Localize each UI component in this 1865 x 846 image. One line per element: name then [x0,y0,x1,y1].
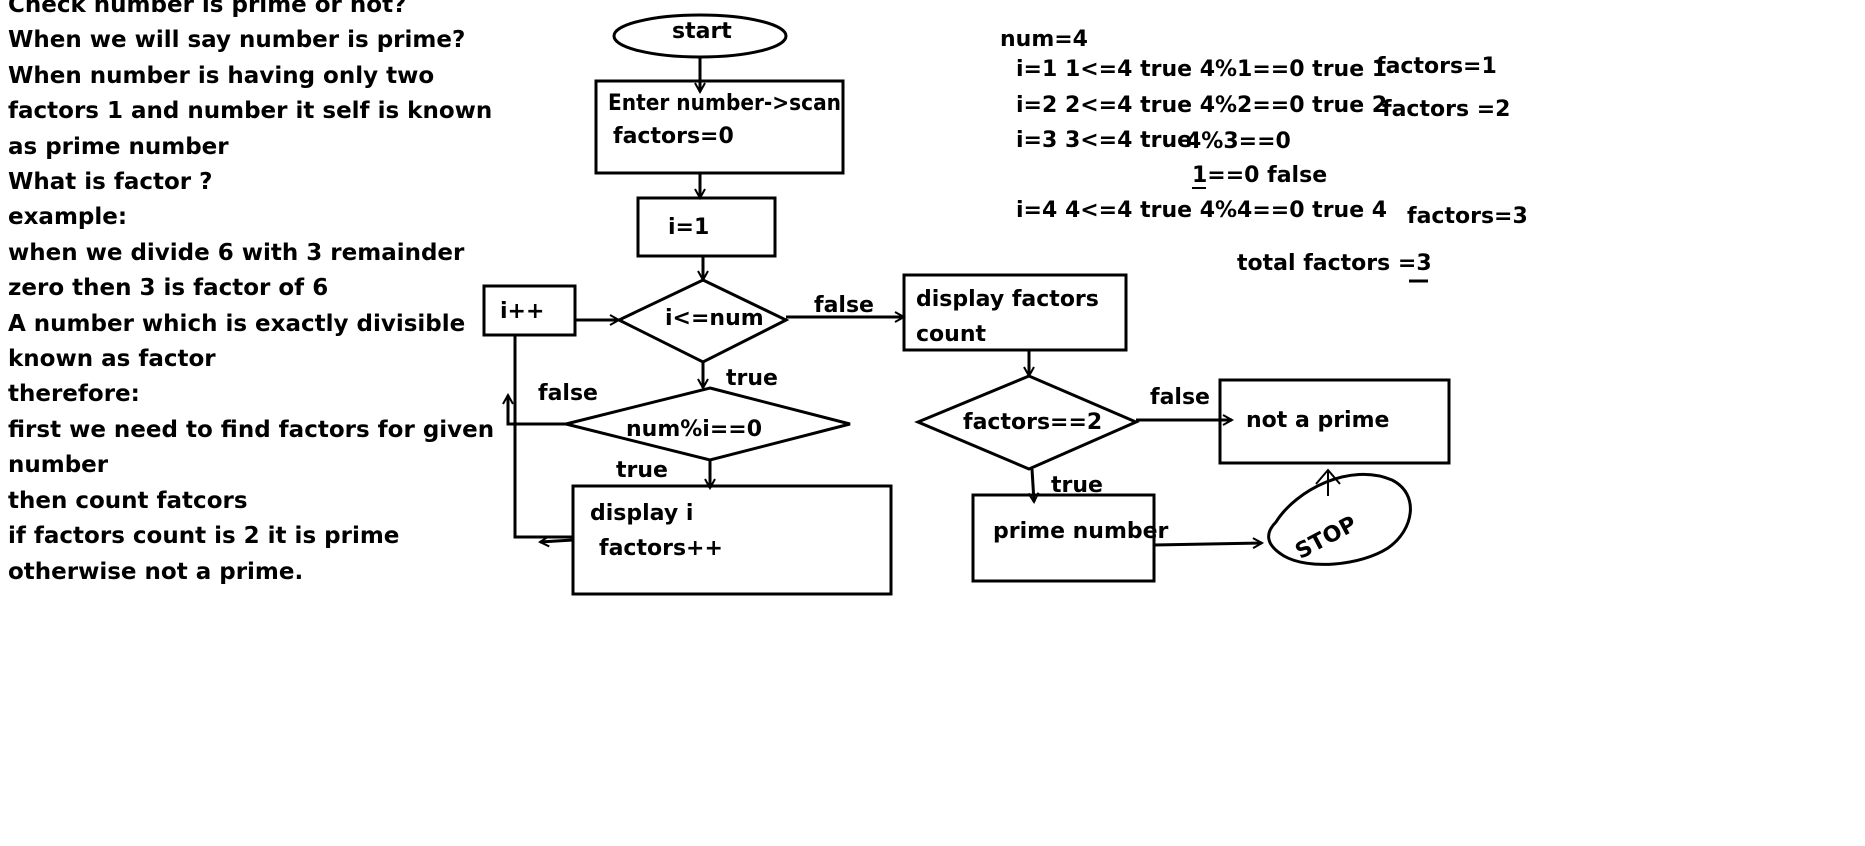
trace-row-3b: 4%3==0 [1186,129,1291,154]
trace-row-1: i=1 1<=4 true 4%1==0 true 1 [1016,57,1387,82]
note-line: example: [8,204,128,231]
check-false-label: false [538,381,598,406]
arrow-check-false-loop [508,395,566,426]
not-prime-label: not a prime [1246,408,1389,433]
trace-total: total factors =3 [1237,251,1432,276]
cond-false-label: false [814,293,874,318]
prime-label: prime number [993,519,1169,544]
note-line: A number which is exactly divisible [8,310,466,337]
init-box [636,196,777,258]
note-line: otherwise not a prime. [8,558,304,585]
stop-scribble [1267,472,1412,566]
trace-row-1-factors: factors=1 [1376,54,1497,79]
input-label-2: factors=0 [613,124,734,149]
decide-false-label: false [1150,385,1210,410]
cond-true-label: true [726,366,778,391]
note-line: Check number is prime or not? [8,0,407,18]
check-label: num%i==0 [626,417,762,442]
note-line: first we need to find factors for given [8,416,495,443]
trace-row-4-factors: factors=3 [1407,204,1528,229]
note-line: as prime number [8,133,229,160]
arrow-decide-true [1032,468,1034,502]
display-label-2: count [916,322,986,347]
note-line: zero then 3 is factor of 6 [8,275,329,302]
trace-row-2: i=2 2<=4 true 4%2==0 true 2 [1016,93,1387,118]
arrow-prime-to-stop [1153,543,1262,545]
prime-box [971,493,1156,583]
note-line: if factors count is 2 it is prime [8,523,400,550]
trace-row-3a: i=3 3<=4 true [1016,128,1192,153]
note-line: known as factor [8,346,216,373]
decide-label: factors==2 [963,410,1102,435]
init-label: i=1 [668,215,709,240]
note-line: number [8,452,109,479]
note-line: When we will say number is prime? [8,27,466,54]
arrow-body-to-incr [513,335,573,539]
note-line: therefore: [8,381,140,408]
trace-num: num=4 [1000,27,1088,52]
note-line: then count fatcors [8,487,248,514]
check-true-label: true [616,458,668,483]
arrow-body-back [540,540,574,542]
stop-pointer [1315,468,1341,496]
stop-label: STOP [1291,512,1361,565]
body-label-1: display i [590,501,693,526]
note-line: When number is having only two [8,62,435,89]
note-line: factors 1 and number it self is known [8,98,493,125]
condition-label: i<=num [665,306,764,331]
display-label-1: display factors [916,287,1099,312]
trace-row-2-factors: factors =2 [1382,97,1510,122]
notes-text: Check number is prime or not? When we wil… [8,0,495,590]
trace-row-3c: 1==0 false [1192,163,1327,188]
trace-row-4: i=4 4<=4 true 4%4==0 true 4 [1016,198,1387,223]
input-label-1: Enter number->scan [608,91,841,116]
increment-label: i++ [500,299,544,324]
start-label: start [672,19,732,44]
body-label-2: factors++ [599,536,723,561]
note-line: when we divide 6 with 3 remainder [8,239,465,266]
decide-true-label: true [1051,473,1103,498]
decide-diamond [914,374,1140,471]
input-box [594,79,845,175]
increment-box [482,284,577,337]
note-line: What is factor ? [8,169,213,196]
